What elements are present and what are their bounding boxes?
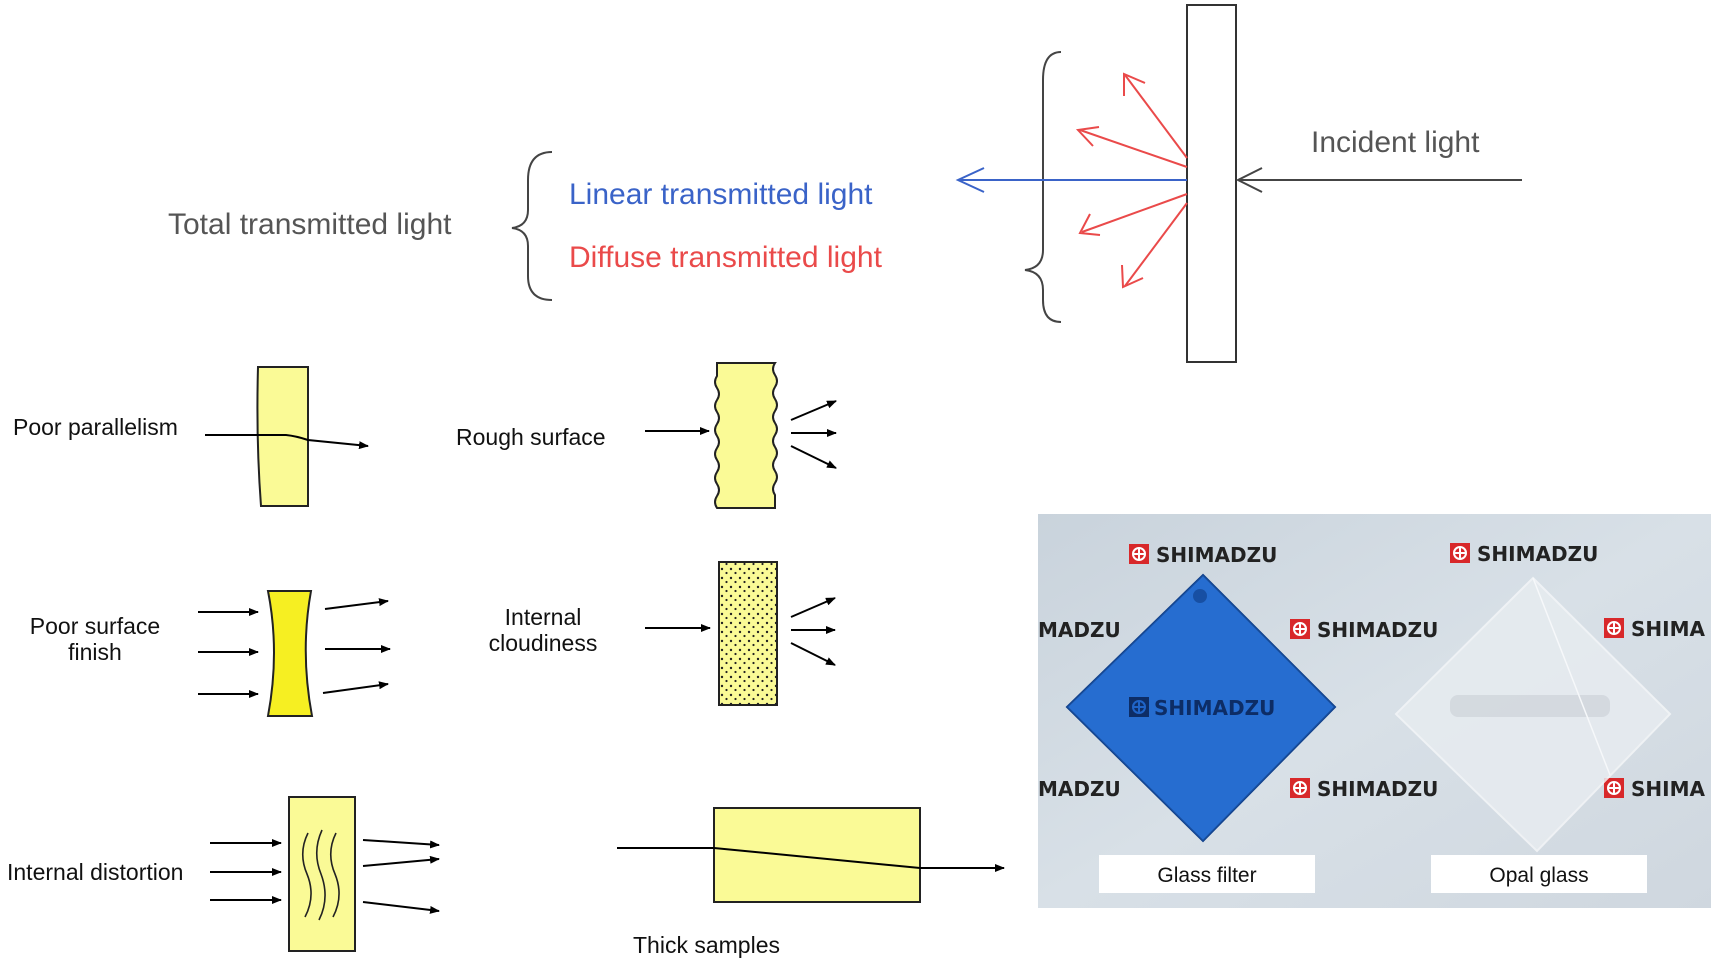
logo-mid-right: SHIMA xyxy=(1604,617,1705,641)
thick-ray xyxy=(617,847,1005,872)
poor-surface-finish-label-2: finish xyxy=(68,639,122,665)
svg-text:SHIMADZU: SHIMADZU xyxy=(1317,618,1438,642)
concave-sample xyxy=(266,590,314,717)
svg-text:SHIMA: SHIMA xyxy=(1631,777,1705,801)
caption-box-glass-filter xyxy=(1099,855,1315,893)
glass-filter: SHIMADZU xyxy=(1065,573,1337,843)
causes-diagrams: Poor parallelism Rough surface Poor surf… xyxy=(7,362,1005,958)
internal-cloudiness-diagram: Internal cloudiness xyxy=(489,561,836,706)
internal-cloudiness-label-2: cloudiness xyxy=(489,630,598,656)
internal-distortion-label: Internal distortion xyxy=(7,859,183,885)
caption-opal-glass: Opal glass xyxy=(1489,864,1588,887)
distortion-exit-arrows xyxy=(362,839,440,914)
logo-bottom-right: SHIMA xyxy=(1604,777,1705,801)
thick-sample xyxy=(713,807,921,903)
left-brace xyxy=(511,151,553,301)
cloudy-sample xyxy=(718,561,778,706)
svg-text:SHIMADZU: SHIMADZU xyxy=(1317,777,1438,801)
thick-samples-label: Thick samples xyxy=(633,932,780,958)
svg-text:SHIMA: SHIMA xyxy=(1631,617,1705,641)
logo-bottom-center: SHIMADZU xyxy=(1290,777,1438,801)
poor-parallelism-diagram: Poor parallelism xyxy=(13,366,369,507)
refracted-ray xyxy=(205,434,369,450)
logo-top-right: SHIMADZU xyxy=(1450,542,1598,566)
distortion-lines xyxy=(301,829,340,921)
right-brace xyxy=(1024,51,1062,323)
total-transmitted-label: Total transmitted light xyxy=(168,208,452,241)
thick-samples-diagram: Thick samples xyxy=(617,807,1005,958)
rough-surface-label: Rough surface xyxy=(456,424,606,450)
logo-on-filter: SHIMADZU xyxy=(1129,696,1275,720)
finish-exit-arrows xyxy=(322,598,391,694)
logo-mid-left-partial: MADZU xyxy=(1038,618,1121,642)
opal-glass xyxy=(1394,576,1672,853)
poor-surface-finish-diagram: Poor surface finish xyxy=(30,590,391,717)
rough-sample xyxy=(714,362,778,509)
poor-surface-finish-label-1: Poor surface xyxy=(30,613,160,639)
logo-mid-center: SHIMADZU xyxy=(1290,618,1438,642)
internal-cloudiness-label-1: Internal xyxy=(505,604,582,630)
diffuse-transmitted-label: Diffuse transmitted light xyxy=(569,241,883,274)
internal-distortion-diagram: Internal distortion xyxy=(7,796,440,952)
diffuse-light-arrows xyxy=(1075,72,1188,289)
linear-arrowhead xyxy=(955,167,985,193)
rough-surface-diagram: Rough surface xyxy=(456,362,837,509)
incident-light-label: Incident light xyxy=(1311,126,1480,159)
caption-glass-filter: Glass filter xyxy=(1157,864,1256,887)
linear-transmitted-label: Linear transmitted light xyxy=(569,178,873,211)
rough-scatter-arrows xyxy=(790,400,837,469)
top-transmission-diagram: Total transmitted light Linear transmitt… xyxy=(168,4,1522,363)
svg-text:SHIMADZU: SHIMADZU xyxy=(1154,696,1275,720)
logo-bottom-left-partial: MADZU xyxy=(1038,777,1121,801)
sample-plate xyxy=(1186,4,1237,363)
sample-photo: SHIMADZU SHIMADZU SHIMADZU SHIMADZU SHIM… xyxy=(1038,514,1711,908)
distortion-incident-arrows xyxy=(210,839,282,904)
caption-box-opal-glass xyxy=(1431,855,1647,893)
logo-top-left: SHIMADZU xyxy=(1129,543,1277,567)
svg-text:SHIMADZU: SHIMADZU xyxy=(1477,542,1598,566)
wedge-sample xyxy=(256,366,309,507)
distorted-sample xyxy=(288,796,356,952)
finish-incident-arrows xyxy=(198,608,259,698)
cloudiness-scatter-arrows xyxy=(790,597,836,666)
svg-text:SHIMADZU: SHIMADZU xyxy=(1156,543,1277,567)
poor-parallelism-label: Poor parallelism xyxy=(13,414,178,440)
incident-arrowhead xyxy=(1235,167,1263,193)
